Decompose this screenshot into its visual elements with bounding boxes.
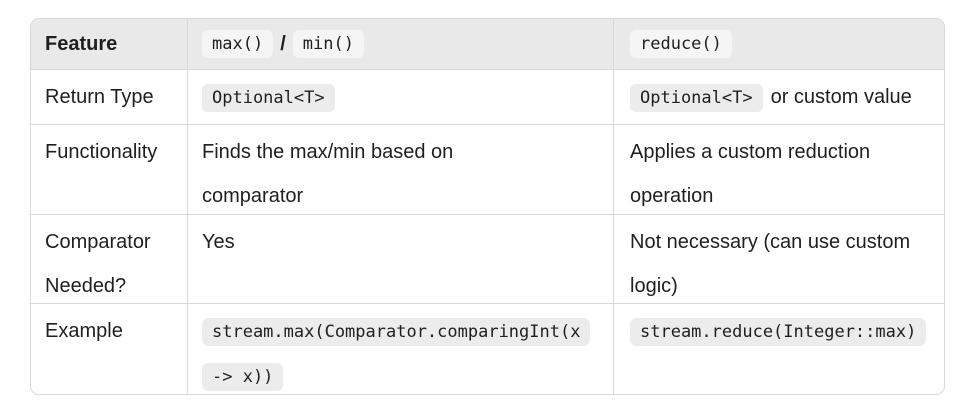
optional-t-code-chip: Optional<T> [202, 84, 335, 112]
min-code-chip: min() [292, 30, 364, 58]
stream-max-code-chip: stream.max(Comparator.comparingInt(x -> … [202, 318, 591, 391]
table-header-row: Feature max() / min() reduce() [31, 19, 944, 69]
row-label: Example [45, 320, 123, 342]
row-label-cell: Functionality [31, 125, 187, 218]
feature-comparison-table: Feature max() / min() reduce() Return Ty… [30, 18, 945, 395]
reduce-comparator-text: Not necessary (can use custom logic) [630, 231, 911, 297]
optional-t-code-chip: Optional<T> [630, 84, 763, 112]
header-cell-maxmin: max() / min() [187, 19, 613, 69]
reduce-code-chip: reduce() [630, 30, 732, 58]
row-label: Functionality [45, 141, 158, 163]
reduce-comparator-cell: Not necessary (can use custom logic) [613, 215, 944, 308]
header-cell-feature: Feature [31, 19, 187, 69]
maxmin-return-type-cell: Optional<T> [187, 70, 613, 124]
stream-reduce-code-chip: stream.reduce(Integer::max) [630, 318, 927, 346]
reduce-functionality-cell: Applies a custom reduction operation [613, 125, 944, 218]
reduce-return-type-cell: Optional<T> or custom value [613, 70, 944, 124]
maxmin-example-cell: stream.max(Comparator.comparingInt(x -> … [187, 304, 613, 394]
maxmin-functionality-cell: Finds the max/min based on comparator [187, 125, 613, 218]
maxmin-functionality-text: Finds the max/min based on comparator [202, 141, 454, 207]
row-label-cell: Example [31, 304, 187, 394]
reduce-example-cell: stream.reduce(Integer::max) [613, 304, 944, 394]
header-feature-label: Feature [45, 32, 118, 55]
table-row-return-type: Return Type Optional<T> Optional<T> or cu… [31, 69, 944, 124]
table-row-example: Example stream.max(Comparator.comparingI… [31, 303, 944, 394]
return-type-suffix-text: or custom value [770, 86, 912, 108]
header-cell-reduce: reduce() [613, 19, 944, 69]
row-label: Return Type [45, 86, 154, 108]
table-row-functionality: Functionality Finds the max/min based on… [31, 124, 944, 218]
slash-separator: / [280, 32, 286, 55]
max-code-chip: max() [202, 30, 274, 58]
row-label-cell: Comparator Needed? [31, 215, 187, 308]
table-row-comparator-needed: Comparator Needed? Yes Not necessary (ca… [31, 214, 944, 308]
row-label-cell: Return Type [31, 70, 187, 124]
reduce-functionality-text: Applies a custom reduction operation [630, 141, 871, 207]
maxmin-comparator-text: Yes [202, 231, 235, 253]
maxmin-comparator-cell: Yes [187, 215, 613, 308]
row-label: Comparator Needed? [45, 231, 151, 297]
